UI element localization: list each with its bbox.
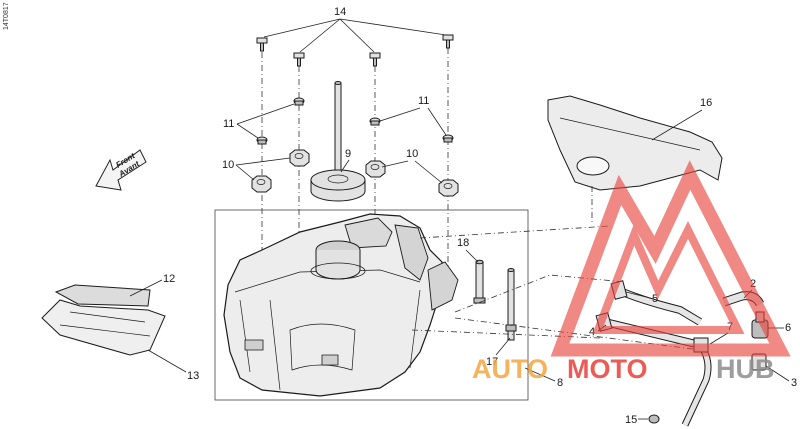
callout-9: 9 [345, 148, 351, 160]
callout-11-right: 11 [418, 95, 429, 107]
fuel-cap-9 [310, 81, 366, 202]
watermark-hub: HUB [716, 354, 775, 384]
front-direction-arrow: Front Avant [95, 149, 147, 191]
callout-4: 4 [589, 326, 595, 338]
callout-18: 18 [457, 237, 469, 249]
callout-5: 5 [652, 293, 658, 305]
callout-17: 17 [486, 356, 498, 368]
clip-15 [648, 414, 660, 424]
callout-11-left: 11 [223, 118, 234, 130]
drain-rod-17 [505, 268, 517, 341]
automotohub-watermark-text: AUTO MOTO HUB [472, 354, 775, 384]
callout-10-right: 10 [406, 148, 418, 160]
callout-3: 3 [791, 377, 797, 389]
nut-group-10 [251, 149, 459, 197]
callout-16: 16 [700, 97, 712, 109]
watermark-moto: MOTO [567, 354, 648, 384]
callout-12: 12 [163, 273, 175, 285]
screw-group-14 [256, 34, 454, 67]
automotohub-watermark-logo [550, 160, 791, 357]
protector-pad-12-13 [41, 284, 166, 356]
callout-13: 13 [187, 370, 199, 382]
callout-10-left: 10 [222, 159, 234, 171]
washer-group-11 [256, 97, 454, 145]
callout-15: 15 [625, 414, 637, 426]
diagram-code: 14T0817 [3, 2, 10, 30]
tank-cover-16 [547, 95, 723, 225]
vent-fitting-18 [473, 259, 486, 304]
tank-frame [214, 209, 529, 401]
fuel-tank [223, 213, 459, 397]
callout-14: 14 [334, 6, 346, 18]
callout-8: 8 [557, 377, 563, 389]
callout-6: 6 [785, 322, 791, 334]
watermark-auto: AUTO [472, 354, 548, 384]
